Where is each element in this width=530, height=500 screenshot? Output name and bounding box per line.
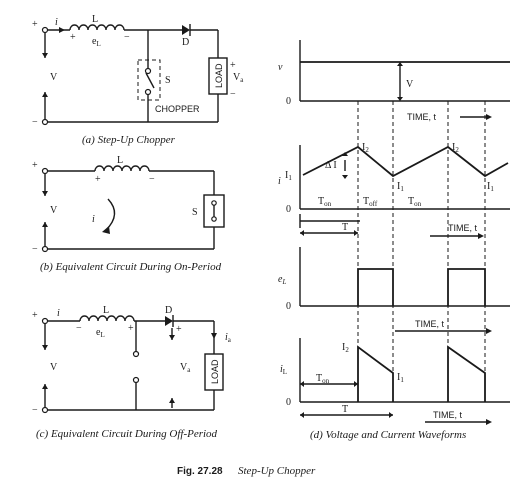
circuit-a: + − i L + − eL D V S LOAD + Va − CHOPPER… — [32, 14, 244, 146]
svg-text:i: i — [278, 176, 281, 187]
svg-text:V: V — [50, 362, 58, 373]
source-v-label: V — [50, 72, 58, 83]
circuit-b: + − L + − V i S (b) Equivalent Circuit D… — [32, 155, 225, 273]
figure-title: Step-Up Chopper — [238, 465, 316, 477]
diode-c — [165, 316, 173, 326]
period-label-il: T — [342, 404, 348, 415]
svg-text:−: − — [76, 323, 82, 334]
current-i-label: i — [55, 17, 58, 28]
svg-text:−: − — [149, 174, 155, 185]
svg-text:0: 0 — [286, 301, 291, 312]
svg-text:V: V — [406, 79, 414, 90]
i-plot: i I1 I2 I2 I1 I1 Δ I 0 Ton Toff Ton T TI… — [278, 142, 510, 239]
svg-text:−: − — [230, 89, 236, 100]
iL-plot: iL I2 I1 0 Ton T TIME, t — [280, 338, 510, 425]
caption-a: (a) Step-Up Chopper — [82, 134, 176, 146]
ton-label-1: Ton — [318, 196, 332, 208]
iL-axis-label: iL — [280, 364, 287, 376]
chopper-label: CHOPPER — [155, 104, 200, 114]
diode-label: D — [182, 37, 189, 48]
caption-c: (c) Equivalent Circuit During Off-Period — [36, 428, 218, 440]
svg-text:+: + — [176, 324, 182, 335]
chopper-switch-box — [137, 59, 161, 101]
v-plot: v V 0 TIME, t — [278, 40, 510, 122]
eL-label-c: eL — [96, 327, 105, 339]
inductor-b — [94, 165, 150, 172]
svg-text:−: − — [124, 32, 130, 43]
figure-number: Fig. 27.28 — [177, 466, 223, 477]
svg-text:L: L — [103, 305, 109, 316]
svg-text:0: 0 — [286, 397, 291, 408]
i1-label-il: I1 — [397, 372, 404, 384]
svg-text:0: 0 — [286, 204, 291, 215]
eL-pulse-2 — [447, 268, 486, 306]
svg-text:v: v — [278, 62, 283, 73]
svg-text:TIME, t: TIME, t — [448, 223, 477, 233]
diode-a — [182, 25, 190, 35]
plus-label: + — [32, 19, 38, 30]
i2-label-il: I2 — [342, 342, 349, 354]
load-label: LOAD — [214, 63, 224, 88]
inductor-c — [79, 315, 135, 322]
inductor-label: L — [92, 14, 98, 25]
iL-pulse-2 — [447, 345, 486, 402]
i1-label-right: I1 — [487, 181, 494, 193]
minus-label: − — [32, 117, 38, 128]
eL-axis-label: eL — [278, 274, 286, 286]
ton-label-2: Ton — [408, 196, 422, 208]
i1-label-left: I1 — [285, 170, 292, 182]
eL-pulse-1 — [357, 268, 394, 306]
ton-label-il: Ton — [316, 373, 330, 385]
svg-text:TIME, t: TIME, t — [407, 112, 436, 122]
circuit-c: + − i L − + eL D V + Va ia LOAD (c) Equi… — [32, 305, 232, 440]
i2-label-1: I2 — [362, 142, 369, 154]
terminal-plus-a — [41, 26, 49, 34]
svg-text:L: L — [117, 155, 123, 166]
eL-plot: eL 0 TIME, t — [278, 247, 510, 334]
caption-d: (d) Voltage and Current Waveforms — [310, 429, 466, 441]
ia-label: ia — [225, 332, 232, 344]
svg-text:+: + — [32, 160, 38, 171]
period-label-i: T — [342, 222, 348, 233]
svg-text:V: V — [50, 205, 58, 216]
eL-label: eL — [92, 36, 101, 48]
svg-text:+: + — [230, 60, 236, 71]
svg-text:LOAD: LOAD — [210, 359, 220, 384]
delta-i-label: Δ I — [325, 160, 337, 171]
svg-text:S: S — [192, 207, 198, 218]
toff-label: Toff — [363, 196, 378, 208]
svg-text:+: + — [70, 32, 76, 43]
waveforms: v V 0 TIME, t i I1 I2 I2 I1 I1 Δ — [278, 40, 510, 441]
svg-text:+: + — [32, 310, 38, 321]
svg-text:0: 0 — [286, 96, 291, 107]
source-current-waveform — [302, 145, 509, 178]
current-loop-arrow — [105, 198, 116, 231]
terminal-minus-a — [41, 118, 49, 126]
svg-text:i: i — [57, 308, 60, 319]
svg-text:i: i — [92, 214, 95, 225]
caption-b: (b) Equivalent Circuit During On-Period — [40, 261, 222, 273]
svg-text:+: + — [95, 174, 101, 185]
svg-text:−: − — [32, 244, 38, 255]
iL-pulse-1 — [357, 345, 394, 402]
va-label-c: Va — [180, 362, 191, 374]
svg-text:TIME, t: TIME, t — [433, 410, 462, 420]
inductor-a — [69, 24, 125, 31]
svg-text:+: + — [128, 323, 134, 334]
i2-label-2: I2 — [452, 142, 459, 154]
switch-label: S — [165, 75, 171, 86]
i1-label-mid: I1 — [397, 181, 404, 193]
svg-text:TIME, t: TIME, t — [415, 319, 444, 329]
svg-text:D: D — [165, 305, 172, 316]
va-label: Va — [233, 72, 244, 84]
svg-text:−: − — [32, 405, 38, 416]
